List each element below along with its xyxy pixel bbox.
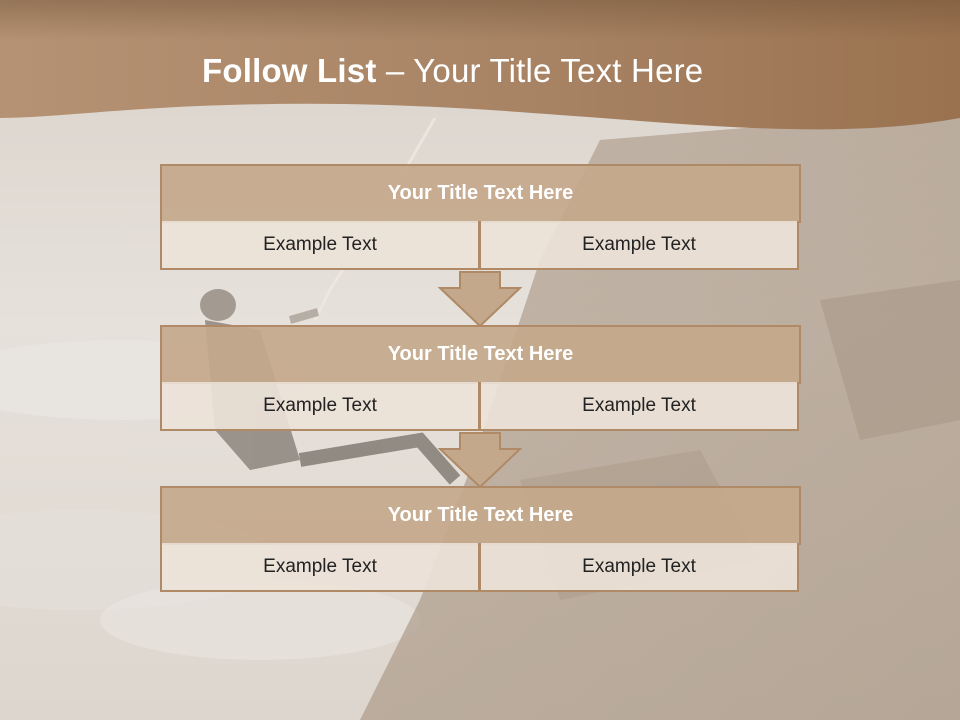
- step-cell-left: Example Text: [160, 543, 480, 592]
- list-step-1: Your Title Text Here Example Text Exampl…: [160, 164, 801, 270]
- step-cell-left: Example Text: [160, 221, 480, 270]
- step-title: Your Title Text Here: [160, 486, 801, 545]
- step-cell-right: Example Text: [479, 382, 799, 431]
- title-bold: Follow List: [202, 52, 377, 89]
- list-step-2: Your Title Text Here Example Text Exampl…: [160, 325, 801, 431]
- list-step-3: Your Title Text Here Example Text Exampl…: [160, 486, 801, 592]
- step-cell-right: Example Text: [479, 221, 799, 270]
- slide-title: Follow List – Your Title Text Here: [202, 52, 703, 90]
- step-cell-right: Example Text: [479, 543, 799, 592]
- step-title: Your Title Text Here: [160, 325, 801, 384]
- down-arrow-icon: [438, 271, 522, 328]
- follow-list: Your Title Text Here Example Text Exampl…: [160, 0, 801, 720]
- step-cell-left: Example Text: [160, 382, 480, 431]
- down-arrow-icon: [438, 432, 522, 489]
- step-title: Your Title Text Here: [160, 164, 801, 223]
- header-band: [0, 0, 960, 130]
- title-rest: – Your Title Text Here: [376, 52, 704, 89]
